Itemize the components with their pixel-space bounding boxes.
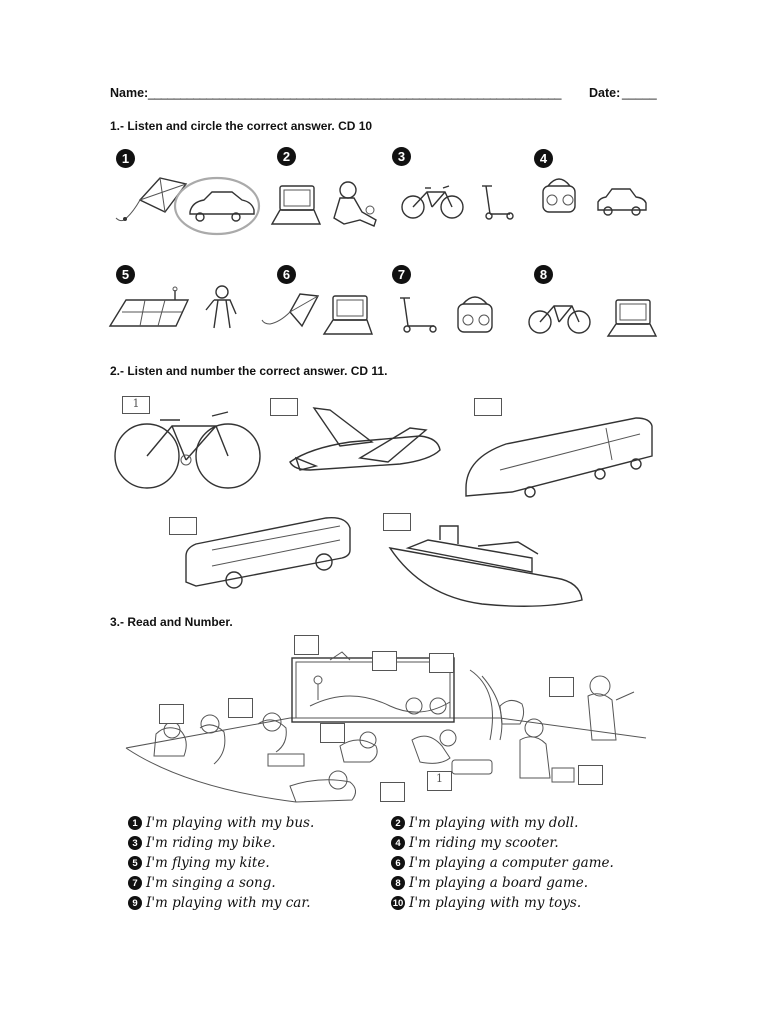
name-field[interactable]: ________________________________________… bbox=[148, 86, 561, 100]
scene-answer-box[interactable] bbox=[372, 651, 397, 671]
computer-icon[interactable] bbox=[322, 295, 373, 335]
computer-icon[interactable] bbox=[606, 299, 658, 337]
name-label: Name: bbox=[110, 86, 149, 100]
section1-title: 1.- Listen and circle the correct answer… bbox=[110, 119, 373, 133]
item-number-5: 5 bbox=[116, 265, 135, 284]
sentence-text: I'm playing with my doll. bbox=[409, 815, 579, 831]
sentence-text: I'm playing with my toys. bbox=[409, 895, 582, 911]
car-icon[interactable] bbox=[597, 188, 647, 216]
playroom-scene bbox=[125, 651, 647, 803]
answer-box-train[interactable] bbox=[474, 398, 502, 416]
bike-icon[interactable] bbox=[401, 185, 464, 219]
sentence-10: 10 I'm playing with my toys. bbox=[391, 895, 581, 911]
bike-icon[interactable] bbox=[114, 411, 261, 489]
doll-icon[interactable] bbox=[205, 285, 237, 329]
answer-box-bike[interactable]: 1 bbox=[122, 396, 150, 414]
scene-answer-box[interactable] bbox=[380, 782, 405, 802]
plane-icon[interactable] bbox=[289, 407, 441, 471]
section2-title: 2.- Listen and number the correct answer… bbox=[110, 364, 388, 378]
radio-icon[interactable] bbox=[457, 296, 493, 333]
item-number-1: 1 bbox=[116, 149, 135, 168]
answer-box-bus[interactable] bbox=[169, 517, 197, 535]
bus-icon[interactable] bbox=[185, 517, 351, 589]
scooter-icon[interactable] bbox=[400, 297, 437, 333]
train-icon[interactable] bbox=[465, 417, 653, 498]
board-game-icon[interactable] bbox=[108, 286, 190, 327]
sentence-number: 10 bbox=[391, 896, 405, 910]
sentence-text: I'm playing a board game. bbox=[409, 875, 589, 891]
sentence-text: I'm playing with my bus. bbox=[146, 815, 315, 831]
sentence-7: 7 I'm singing a song. bbox=[128, 875, 276, 891]
scene-answer-box[interactable] bbox=[320, 723, 345, 743]
section1-pictures bbox=[108, 176, 658, 337]
sentence-text: I'm riding my bike. bbox=[146, 835, 276, 851]
sentence-text: I'm playing with my car. bbox=[146, 895, 311, 911]
sentence-number: 5 bbox=[128, 856, 142, 870]
item-number-7: 7 bbox=[392, 265, 411, 284]
answer-box-ship[interactable] bbox=[383, 513, 411, 531]
item-number-2: 2 bbox=[277, 147, 296, 166]
scene-answer-box[interactable] bbox=[549, 677, 574, 697]
sentence-text: I'm singing a song. bbox=[146, 875, 276, 891]
sentence-text: I'm flying my kite. bbox=[146, 855, 270, 871]
doll-icon[interactable] bbox=[333, 181, 377, 227]
sentence-number: 2 bbox=[391, 816, 405, 830]
section2-pictures bbox=[114, 407, 653, 607]
sentence-text: I'm playing a computer game. bbox=[409, 855, 614, 871]
sentence-text: I'm riding my scooter. bbox=[409, 835, 559, 851]
answer-box-plane[interactable] bbox=[270, 398, 298, 416]
scene-answer-box[interactable]: 1 bbox=[427, 771, 452, 791]
sentence-5: 5 I'm flying my kite. bbox=[128, 855, 270, 871]
sentence-number: 3 bbox=[128, 836, 142, 850]
sentence-9: 9 I'm playing with my car. bbox=[128, 895, 311, 911]
scooter-icon[interactable] bbox=[482, 185, 514, 220]
scene-answer-box[interactable] bbox=[578, 765, 603, 785]
scene-answer-box[interactable] bbox=[159, 704, 184, 724]
bike-icon[interactable] bbox=[528, 305, 591, 334]
sentence-number: 4 bbox=[391, 836, 405, 850]
sentence-number: 7 bbox=[128, 876, 142, 890]
sentence-number: 9 bbox=[128, 896, 142, 910]
date-field[interactable]: _____ bbox=[622, 86, 657, 100]
car-icon[interactable] bbox=[173, 176, 261, 236]
radio-icon[interactable] bbox=[542, 178, 576, 213]
section3-title: 3.- Read and Number. bbox=[110, 615, 233, 629]
kite-icon[interactable] bbox=[261, 293, 320, 328]
item-number-8: 8 bbox=[534, 265, 553, 284]
date-label: Date: bbox=[589, 86, 621, 100]
computer-icon[interactable] bbox=[270, 185, 322, 225]
sentence-3: 3 I'm riding my bike. bbox=[128, 835, 276, 851]
item-number-6: 6 bbox=[277, 265, 296, 284]
scene-answer-box[interactable] bbox=[429, 653, 454, 673]
sentence-number: 8 bbox=[391, 876, 405, 890]
sentence-number: 1 bbox=[128, 816, 142, 830]
item-number-3: 3 bbox=[392, 147, 411, 166]
kite-icon[interactable] bbox=[115, 177, 188, 222]
item-number-4: 4 bbox=[534, 149, 553, 168]
sentence-2: 2 I'm playing with my doll. bbox=[391, 815, 578, 831]
ship-icon[interactable] bbox=[388, 525, 583, 607]
sentence-number: 6 bbox=[391, 856, 405, 870]
scene-answer-box[interactable] bbox=[294, 635, 319, 655]
sentence-6: 6 I'm playing a computer game. bbox=[391, 855, 614, 871]
scene-answer-box[interactable] bbox=[228, 698, 253, 718]
sentence-4: 4 I'm riding my scooter. bbox=[391, 835, 559, 851]
sentence-8: 8 I'm playing a board game. bbox=[391, 875, 588, 891]
sentence-1: 1 I'm playing with my bus. bbox=[128, 815, 314, 831]
